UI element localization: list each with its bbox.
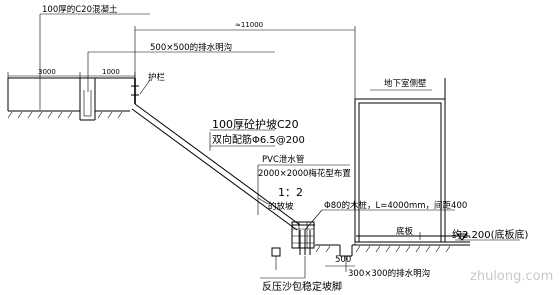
bottom-ditch [315, 244, 470, 257]
elevation-mark [455, 233, 520, 241]
dim-3000-label: 3000 [38, 68, 56, 76]
dim-1000-label: 1000 [102, 68, 120, 76]
dim-500-label: 500 [335, 255, 351, 265]
pvc-layout-label: 2000×2000梅花型布置 [258, 168, 351, 179]
slope-protection-label: 100厚砼护坡C20 [212, 117, 299, 131]
wood-piles [299, 230, 311, 255]
ditch-bottom-label: 300×300的排水明沟 [348, 268, 430, 279]
slope-text-label: 的放坡 [268, 201, 294, 212]
sandbag-toe [271, 221, 315, 270]
slope-ratio-label: 1：2 [278, 186, 303, 199]
top-ditch [79, 78, 96, 121]
basement-structure [354, 78, 470, 243]
sandbag-label: 反压沙包稳定坡脚 [262, 280, 342, 293]
concrete-top-label: 100厚的C20混凝土 [42, 4, 118, 15]
ditch-top-label: 500×500的排水明沟 [150, 42, 232, 53]
basement-wall-label: 地下室侧壁 [384, 78, 427, 89]
slope-surface [131, 103, 315, 231]
railing-label: 护栏 [148, 72, 166, 83]
elevation-label: 约2.200(底板底) [452, 228, 529, 241]
watermark-text: zhulong.com [470, 269, 553, 284]
railing-post [131, 78, 139, 104]
pvc-label: PVC泄水管 [262, 154, 304, 165]
left-ground [7, 77, 135, 119]
dim-total-label: ≈11000 [235, 21, 263, 29]
floor-slab-label: 底板 [396, 226, 414, 237]
rebar-label: 双向配筋Φ6.5@200 [212, 133, 305, 146]
wood-pile-label: Φ80的木桩，L=4000mm，间距400 [324, 200, 467, 211]
